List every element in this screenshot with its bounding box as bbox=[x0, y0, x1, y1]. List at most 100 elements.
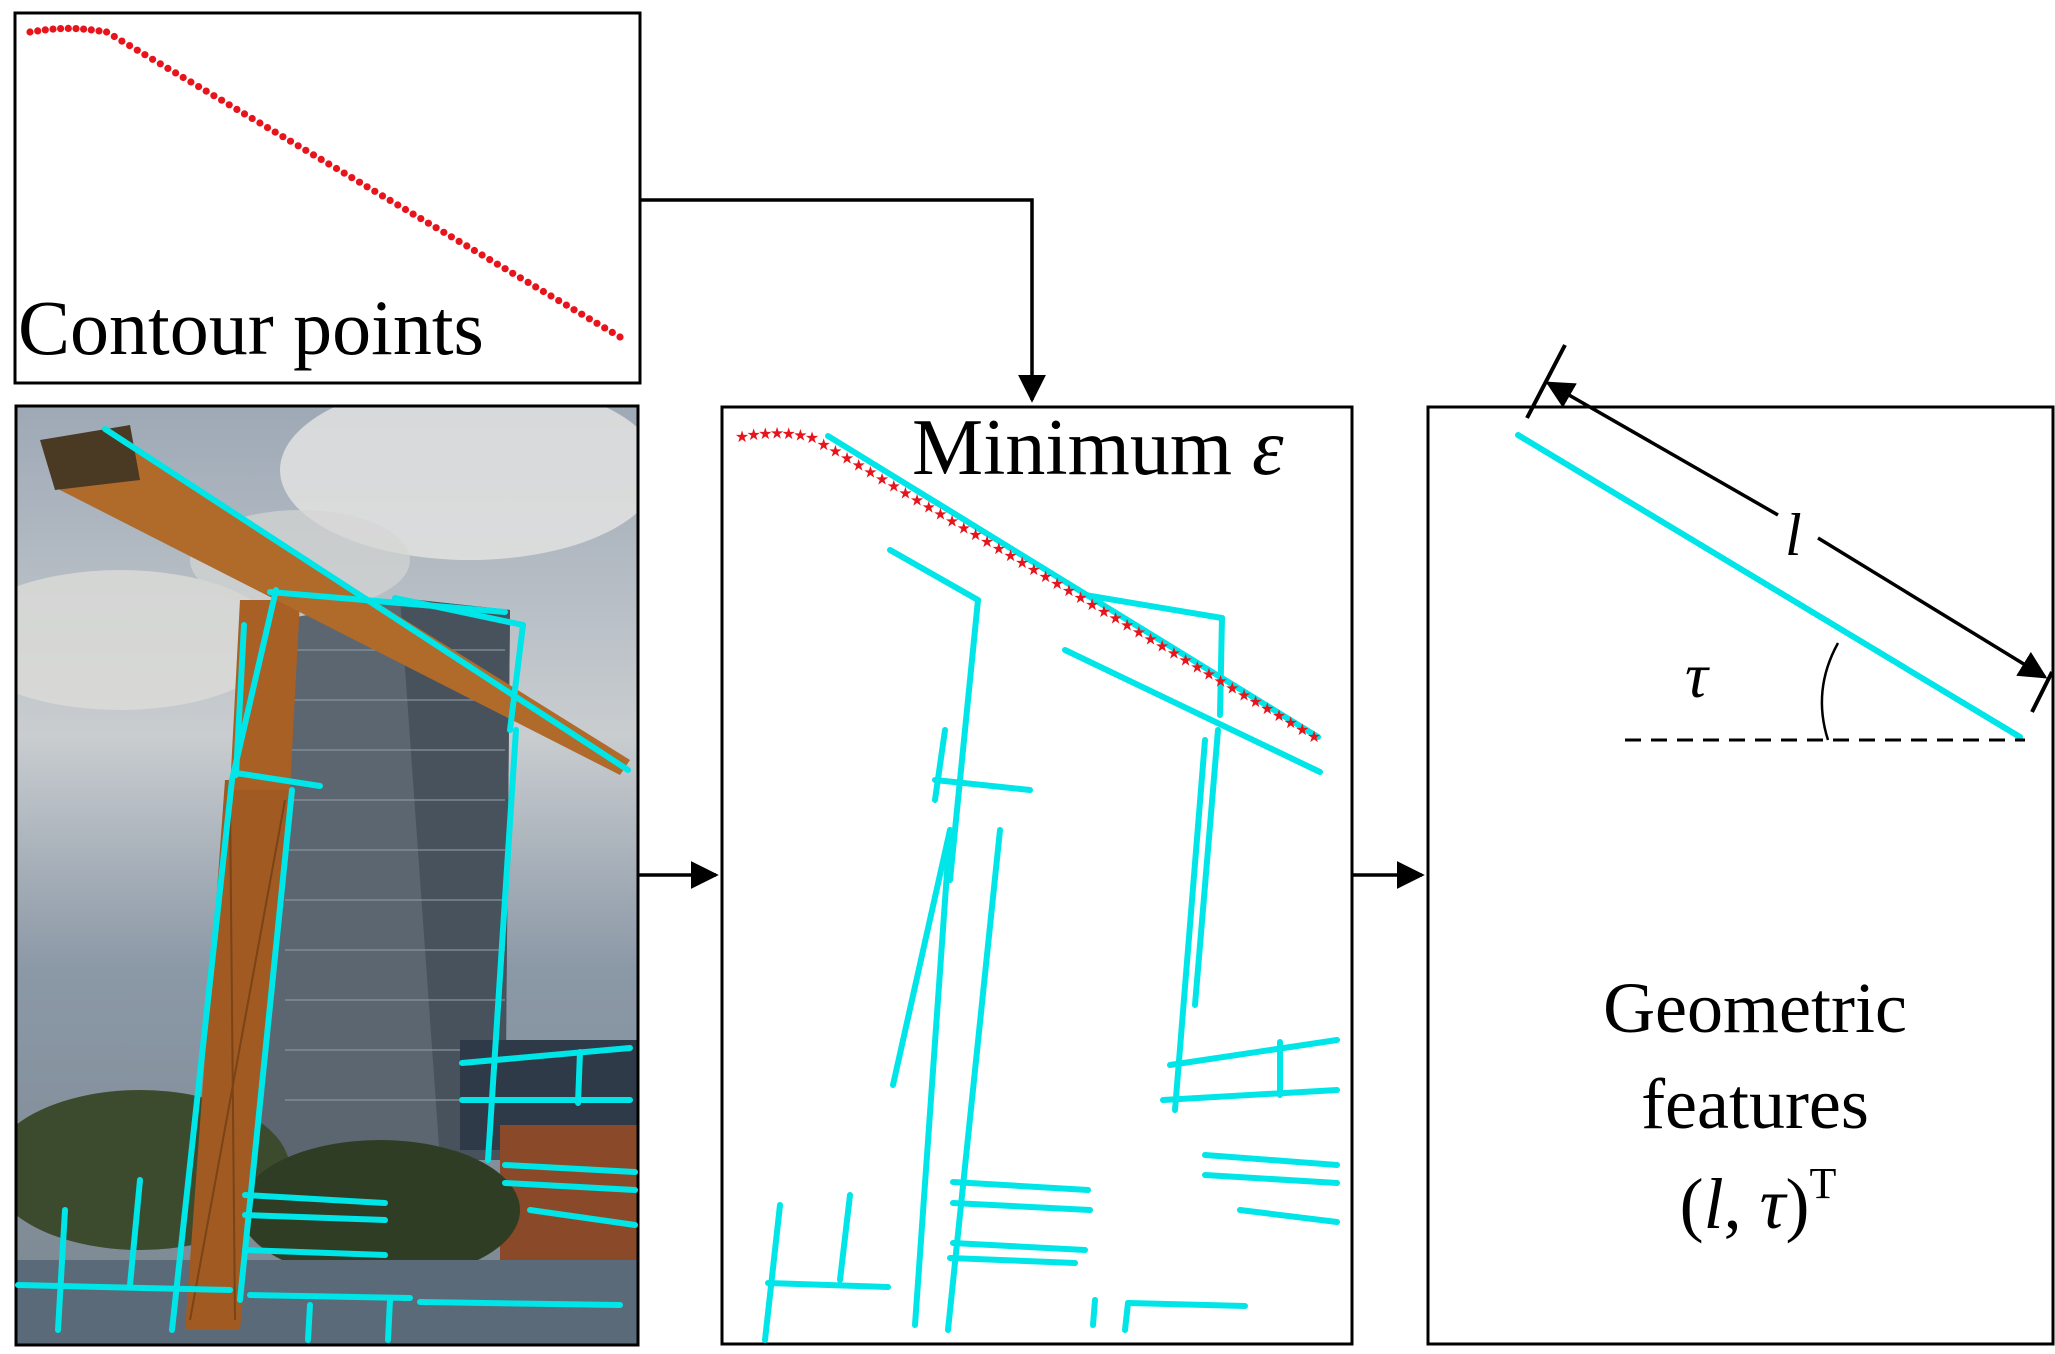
paren-close: ) bbox=[1785, 1164, 1809, 1244]
contour-star: ★ bbox=[1120, 616, 1134, 635]
minimum-label-text: Minimum bbox=[912, 404, 1252, 492]
contour-point bbox=[187, 78, 195, 86]
contour-star: ★ bbox=[817, 435, 831, 454]
geometric-title-line2: features bbox=[1641, 1064, 1869, 1144]
contour-point bbox=[57, 25, 65, 33]
contour-star: ★ bbox=[1248, 692, 1262, 711]
feature-comma: , bbox=[1724, 1164, 1760, 1244]
contour-point bbox=[172, 69, 180, 77]
contour-point bbox=[424, 219, 432, 227]
contour-point bbox=[509, 269, 517, 277]
contour-star: ★ bbox=[840, 449, 854, 468]
length-arrow-right bbox=[1817, 536, 2048, 679]
contour-star: ★ bbox=[1132, 623, 1146, 642]
contour-point bbox=[103, 28, 111, 36]
contour-point bbox=[26, 28, 34, 36]
contour-point bbox=[432, 224, 440, 232]
contour-points-panel: Contour points bbox=[13, 11, 642, 385]
contour-star: ★ bbox=[957, 518, 971, 537]
contour-point bbox=[72, 25, 80, 33]
geometric-features-panel: l τ Geometric features (l, τ)T bbox=[1426, 344, 2055, 1346]
contour-point bbox=[401, 205, 410, 214]
contour-point bbox=[455, 237, 463, 245]
contour-point bbox=[248, 114, 256, 123]
contour-star: ★ bbox=[1307, 727, 1321, 746]
contour-point bbox=[149, 55, 157, 63]
contour-star: ★ bbox=[1085, 595, 1099, 614]
contour-star: ★ bbox=[747, 425, 761, 444]
flow-arrows bbox=[638, 198, 1425, 889]
contour-star: ★ bbox=[1295, 720, 1309, 739]
contour-star: ★ bbox=[910, 491, 924, 510]
contour-point bbox=[570, 306, 578, 314]
contour-star: ★ bbox=[1284, 713, 1298, 732]
contour-star: ★ bbox=[770, 423, 784, 442]
angle-arc bbox=[1820, 642, 1840, 741]
contour-point bbox=[601, 324, 609, 332]
contour-point bbox=[547, 292, 555, 300]
contour-star: ★ bbox=[1213, 671, 1227, 690]
contour-point bbox=[164, 64, 172, 72]
length-arrow-left bbox=[1545, 381, 1779, 517]
contour-point bbox=[608, 328, 616, 336]
contour-point bbox=[233, 105, 241, 113]
contour-star: ★ bbox=[1272, 706, 1286, 725]
contour-point bbox=[317, 155, 325, 163]
contour-point bbox=[532, 283, 540, 291]
contour-point bbox=[87, 26, 95, 34]
contour-point bbox=[447, 233, 455, 241]
contour-point bbox=[417, 215, 425, 223]
geometric-title-line1: Geometric bbox=[1603, 968, 1907, 1048]
contour-point bbox=[80, 25, 88, 33]
contour-point bbox=[371, 187, 379, 195]
contour-star: ★ bbox=[887, 477, 901, 496]
contour-star: ★ bbox=[1143, 630, 1157, 649]
length-symbol: l bbox=[1785, 502, 1802, 568]
contour-point bbox=[394, 201, 402, 209]
contour-star: ★ bbox=[898, 484, 912, 503]
contour-star: ★ bbox=[1073, 588, 1087, 607]
contour-point bbox=[118, 37, 126, 45]
contour-points-frame bbox=[13, 11, 642, 385]
length-tick-end bbox=[2030, 671, 2054, 713]
contour-point bbox=[195, 83, 203, 91]
contour-point bbox=[478, 251, 486, 259]
example-line-segment bbox=[1515, 432, 2023, 740]
contour-star: ★ bbox=[968, 525, 982, 544]
contour-point bbox=[486, 256, 494, 264]
input-photo-panel bbox=[14, 404, 640, 1347]
contour-point bbox=[263, 124, 272, 132]
contour-star: ★ bbox=[852, 456, 866, 475]
contour-point bbox=[539, 287, 548, 296]
contour-point bbox=[578, 310, 586, 318]
contour-star: ★ bbox=[1003, 546, 1017, 565]
contour-point bbox=[34, 27, 42, 35]
contour-star: ★ bbox=[863, 463, 877, 482]
contour-star: ★ bbox=[1027, 560, 1041, 579]
contour-point bbox=[616, 333, 624, 341]
contour-point bbox=[279, 133, 287, 141]
contour-star: ★ bbox=[793, 425, 807, 444]
geometric-features-frame bbox=[1426, 405, 2055, 1346]
feature-length: l bbox=[1704, 1164, 1724, 1244]
contour-point bbox=[49, 25, 57, 33]
contour-point bbox=[286, 137, 295, 145]
feature-vector-label: (l, τ)T bbox=[1680, 1159, 1837, 1244]
contour-point bbox=[440, 228, 448, 236]
contour-point bbox=[363, 183, 371, 191]
contour-star: ★ bbox=[1108, 609, 1122, 628]
contour-point bbox=[179, 73, 187, 82]
contour-point bbox=[501, 265, 509, 273]
contour-star: ★ bbox=[980, 532, 994, 551]
contour-star: ★ bbox=[933, 504, 947, 523]
contour-point bbox=[355, 178, 364, 186]
contour-star: ★ bbox=[945, 511, 959, 530]
contour-point bbox=[225, 101, 233, 109]
contour-point bbox=[294, 142, 302, 150]
contour-star: ★ bbox=[1167, 644, 1181, 663]
line-fitting-panel: Minimum ε bbox=[720, 404, 1354, 1346]
contour-star: ★ bbox=[1178, 651, 1192, 670]
contour-star: ★ bbox=[1225, 678, 1239, 697]
contour-point bbox=[126, 42, 134, 50]
contour-point bbox=[256, 119, 264, 127]
